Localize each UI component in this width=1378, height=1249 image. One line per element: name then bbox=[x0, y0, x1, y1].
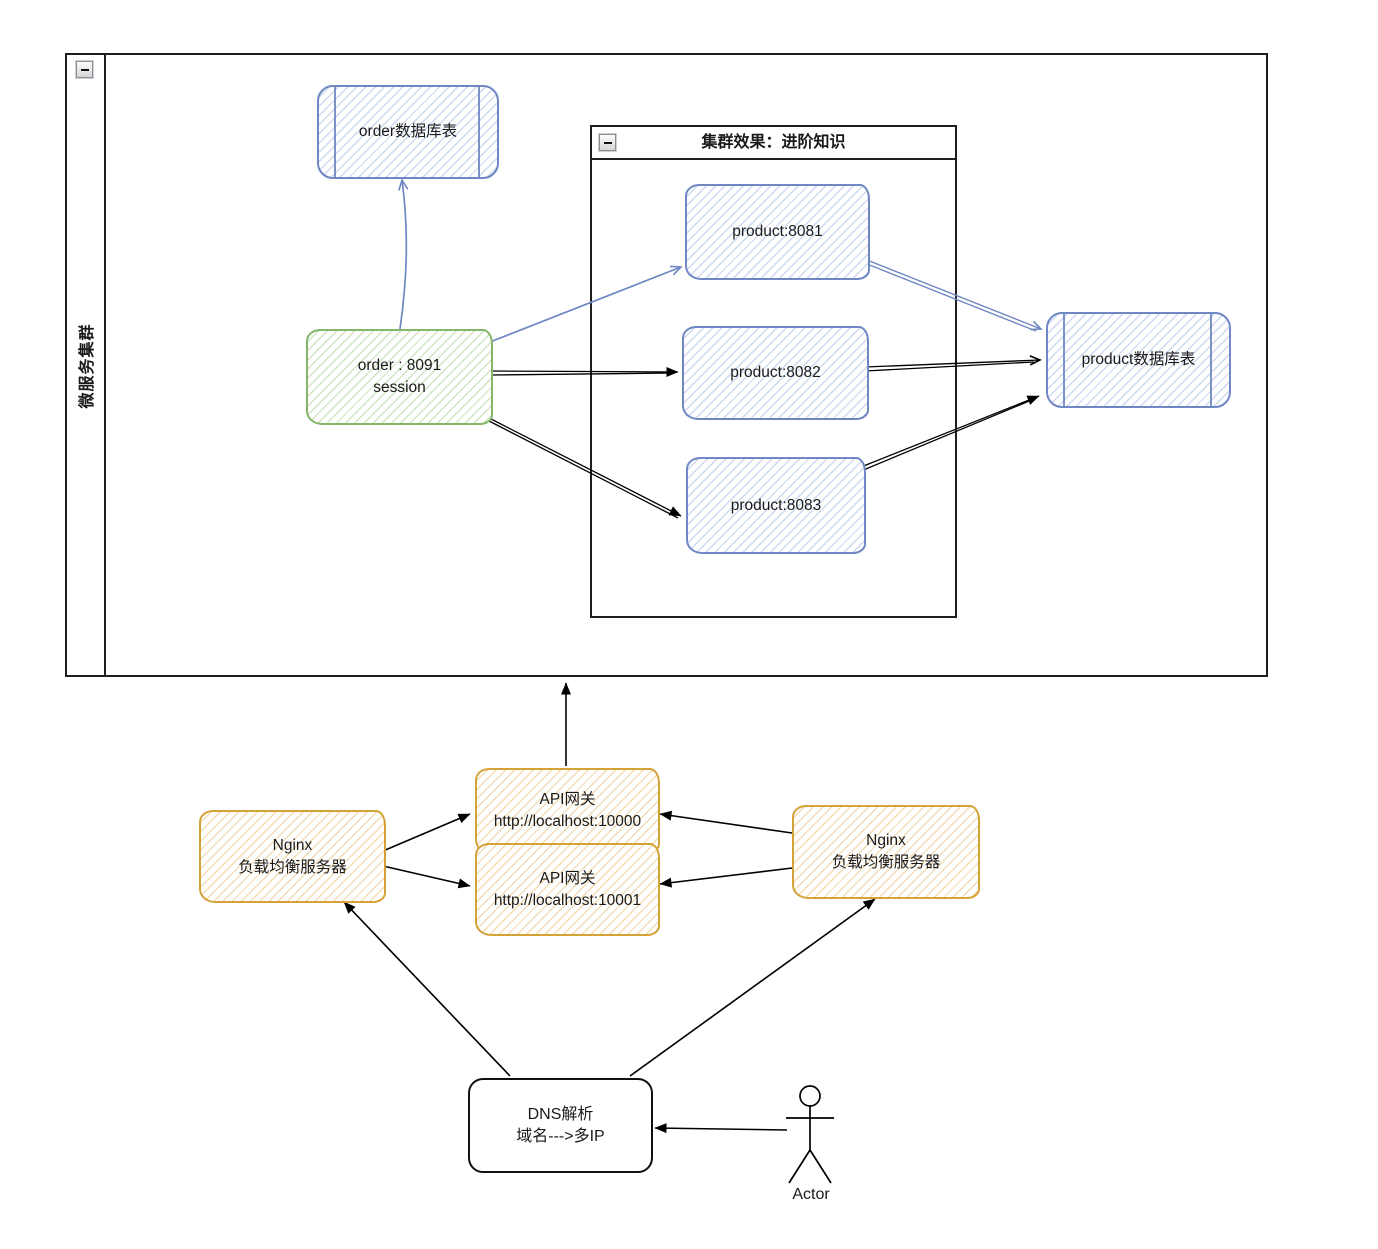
node-label: product数据库表 bbox=[1081, 351, 1196, 368]
node-order-db[interactable]: order数据库表 bbox=[317, 85, 499, 179]
subframe-title: 集群效果：进阶知识 bbox=[701, 134, 846, 151]
node-product-8081[interactable]: product:8081 bbox=[685, 184, 870, 280]
node-nginx-left[interactable]: Nginx 负载均衡服务器 bbox=[199, 810, 386, 903]
node-label-line2: 域名--->多IP bbox=[516, 1127, 605, 1145]
edge-nginx-right-to-api1 bbox=[659, 810, 793, 834]
frame-title: 微服务集群 bbox=[79, 323, 96, 409]
node-label: order数据库表 bbox=[358, 123, 458, 140]
node-label-line1: Nginx bbox=[272, 836, 313, 854]
node-label-line2: session bbox=[373, 379, 426, 396]
node-label-line2: 负载均衡服务器 bbox=[831, 854, 941, 871]
edge-dns-to-nginx-right bbox=[629, 898, 876, 1077]
node-label-line1: API网关 bbox=[539, 869, 596, 887]
node-label-line2: http://localhost:10000 bbox=[493, 813, 642, 830]
node-label: product:8083 bbox=[730, 496, 822, 514]
node-label: product:8082 bbox=[730, 364, 821, 381]
node-label: product:8081 bbox=[732, 223, 823, 240]
actor-label: Actor bbox=[792, 1186, 830, 1203]
node-label-line1: order : 8091 bbox=[357, 357, 442, 374]
collapse-icon[interactable] bbox=[75, 60, 94, 79]
node-product-db[interactable]: product数据库表 bbox=[1046, 312, 1231, 408]
node-label-line1: Nginx bbox=[866, 832, 906, 849]
subframe-header: 集群效果：进阶知识 bbox=[592, 127, 955, 160]
edge-nginx-left-to-api1 bbox=[382, 813, 471, 852]
node-product-8083[interactable]: product:8083 bbox=[686, 457, 866, 554]
node-label-line1: API网关 bbox=[539, 791, 596, 808]
minus-icon bbox=[80, 68, 89, 71]
node-label-line2: 负载均衡服务器 bbox=[238, 858, 347, 876]
node-nginx-right[interactable]: Nginx 负载均衡服务器 bbox=[792, 805, 980, 899]
minus-icon bbox=[603, 141, 612, 144]
node-label-line2: http://localhost:10001 bbox=[493, 891, 642, 909]
node-label-line1: DNS解析 bbox=[527, 1105, 594, 1123]
collapse-icon[interactable] bbox=[598, 133, 617, 152]
edge-actor-to-dns bbox=[654, 1123, 788, 1134]
edge-nginx-left-to-api2 bbox=[382, 865, 471, 889]
actor-figure bbox=[786, 1085, 834, 1184]
node-api-gateway-10000[interactable]: API网关 http://localhost:10000 bbox=[475, 768, 660, 854]
frame-title-strip: 微服务集群 bbox=[67, 55, 106, 675]
node-api-gateway-10001[interactable]: API网关 http://localhost:10001 bbox=[475, 843, 660, 936]
node-order-service[interactable]: order : 8091 session bbox=[306, 329, 493, 425]
edge-nginx-right-to-api2 bbox=[659, 867, 793, 888]
node-dns[interactable]: DNS解析 域名--->多IP bbox=[468, 1078, 653, 1173]
node-product-8082[interactable]: product:8082 bbox=[682, 326, 869, 420]
